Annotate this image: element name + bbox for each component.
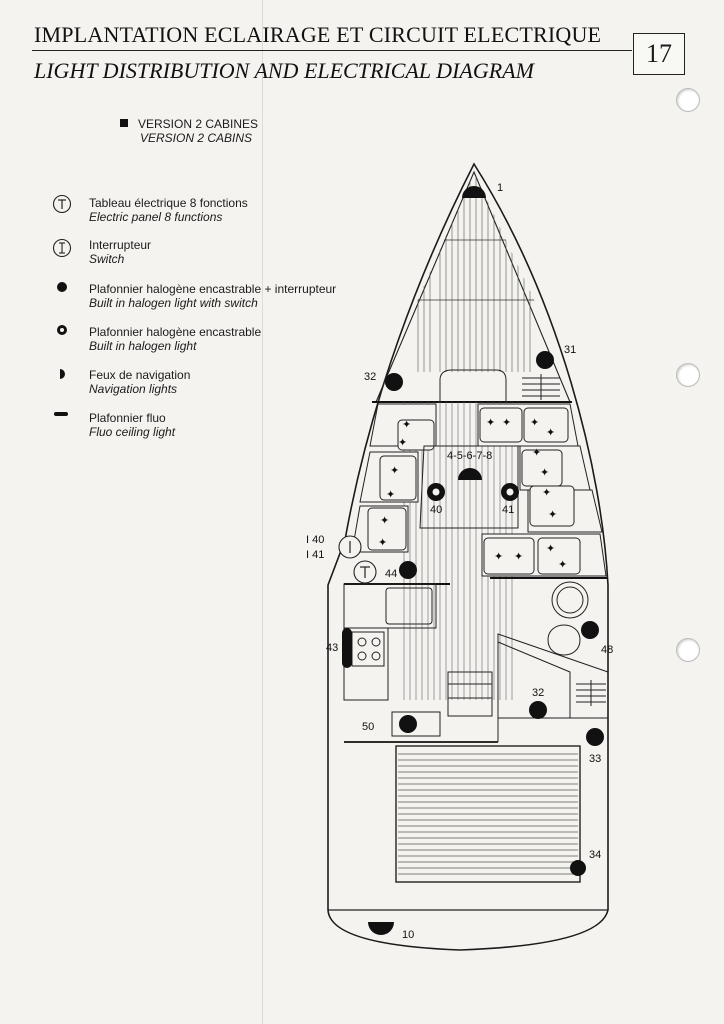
label-i41: I 41 <box>306 549 324 561</box>
label-50: 50 <box>362 721 374 733</box>
svg-text:✦: ✦ <box>514 551 523 563</box>
label-33: 33 <box>589 753 601 765</box>
vent-grille <box>576 680 606 706</box>
version-block: VERSION 2 CABINES VERSION 2 CABINS <box>120 117 258 145</box>
galley <box>343 583 441 737</box>
label-10: 10 <box>402 929 414 941</box>
halogen-switch-light-32b-icon <box>529 701 547 719</box>
halogen-light-41-icon <box>501 483 519 501</box>
halogen-switch-light-32-icon <box>385 373 403 391</box>
nav-light-bow-icon <box>462 186 486 198</box>
label-32b: 32 <box>532 687 544 699</box>
aft-berth <box>395 745 581 883</box>
legend-item-halogen-switch: Plafonnier halogène encastrable + interr… <box>89 282 337 310</box>
saloon-table <box>419 445 519 529</box>
binder-hole-icon <box>676 638 700 662</box>
svg-text:✦: ✦ <box>378 537 387 549</box>
filled-dot-icon <box>57 282 67 292</box>
nav-light-stern-icon <box>368 922 394 935</box>
half-dot-icon <box>60 369 65 379</box>
halogen-switch-light-50-icon <box>399 715 417 733</box>
legend-item-halogen: Plafonnier halogène encastrable Built in… <box>89 325 262 353</box>
legend-symbols <box>52 194 72 416</box>
legend-item-panel: Tableau électrique 8 fonctions Electric … <box>89 196 248 224</box>
halogen-switch-light-34-icon <box>570 860 586 876</box>
header-rule <box>32 50 632 51</box>
halogen-switch-light-44-icon <box>399 561 417 579</box>
cushion-buttons: ✦✦ ✦✦ ✦✦ ✦✦ ✦✦ ✦✦ ✦✦ ✦✦ ✦✦ <box>378 417 567 571</box>
version-en: VERSION 2 CABINS <box>140 131 253 145</box>
svg-text:✦: ✦ <box>548 509 557 521</box>
svg-text:✦: ✦ <box>390 465 399 477</box>
svg-text:✦: ✦ <box>402 419 411 431</box>
forepeak-planking <box>395 172 555 372</box>
svg-text:✦: ✦ <box>494 551 503 563</box>
svg-text:✦: ✦ <box>540 467 549 479</box>
label-40: 40 <box>430 504 442 516</box>
label-31: 31 <box>564 344 576 356</box>
label-48: 48 <box>601 644 613 656</box>
title-english: LIGHT DISTRIBUTION AND ELECTRICAL DIAGRA… <box>34 58 534 83</box>
electric-panel-icon <box>353 560 377 584</box>
svg-text:✦: ✦ <box>546 427 555 439</box>
svg-text:✦: ✦ <box>558 559 567 571</box>
title-french: IMPLANTATION ECLAIRAGE ET CIRCUIT ELECTR… <box>34 22 602 47</box>
port-settee <box>351 403 437 553</box>
svg-text:✦: ✦ <box>502 417 511 429</box>
halogen-switch-light-33-icon <box>586 728 604 746</box>
legend-item-switch: Interrupteur Switch <box>89 238 152 266</box>
legend-item-fluo: Plafonnier fluo Fluo ceiling light <box>89 411 176 439</box>
label-44: 44 <box>385 568 397 580</box>
nav-light-center-icon <box>458 468 482 480</box>
svg-text:✦: ✦ <box>398 437 407 449</box>
label-i40: I 40 <box>306 534 324 546</box>
label-1: 1 <box>497 182 503 194</box>
label-4-8: 4-5-6-7-8 <box>447 450 492 462</box>
switch-i40-icon <box>338 535 362 559</box>
svg-text:✦: ✦ <box>486 417 495 429</box>
saloon-planking <box>403 402 513 700</box>
version-fr: VERSION 2 CABINES <box>138 117 259 131</box>
vent-grille <box>522 374 560 400</box>
label-34: 34 <box>589 849 601 861</box>
halogen-light-40-icon <box>427 483 445 501</box>
bar-icon <box>54 412 68 416</box>
ring-dot-icon <box>57 325 67 335</box>
T-circle-icon <box>52 194 72 214</box>
svg-text:✦: ✦ <box>546 543 555 555</box>
page-number: 17 <box>633 33 685 75</box>
svg-text:✦: ✦ <box>542 487 551 499</box>
label-41: 41 <box>502 504 514 516</box>
svg-text:✦: ✦ <box>380 515 389 527</box>
binder-hole-icon <box>676 88 700 112</box>
square-bullet-icon <box>120 119 128 127</box>
halogen-switch-light-48-icon <box>581 621 599 639</box>
legend-item-navigation: Feux de navigation Navigation lights <box>89 368 191 396</box>
aft-berth-planking <box>398 753 578 875</box>
label-43: 43 <box>326 642 338 654</box>
fluo-light-43-icon <box>342 628 352 668</box>
svg-text:✦: ✦ <box>532 447 541 459</box>
hull-outline <box>327 162 609 951</box>
binder-hole-icon <box>676 363 700 387</box>
svg-text:✦: ✦ <box>530 417 539 429</box>
page-fold-line <box>262 0 263 1024</box>
I-circle-icon <box>52 238 72 258</box>
heads <box>497 581 609 742</box>
companionway <box>447 671 493 717</box>
label-32: 32 <box>364 371 376 383</box>
starboard-settee <box>477 403 607 577</box>
halogen-switch-light-31-icon <box>536 351 554 369</box>
svg-text:✦: ✦ <box>386 489 395 501</box>
